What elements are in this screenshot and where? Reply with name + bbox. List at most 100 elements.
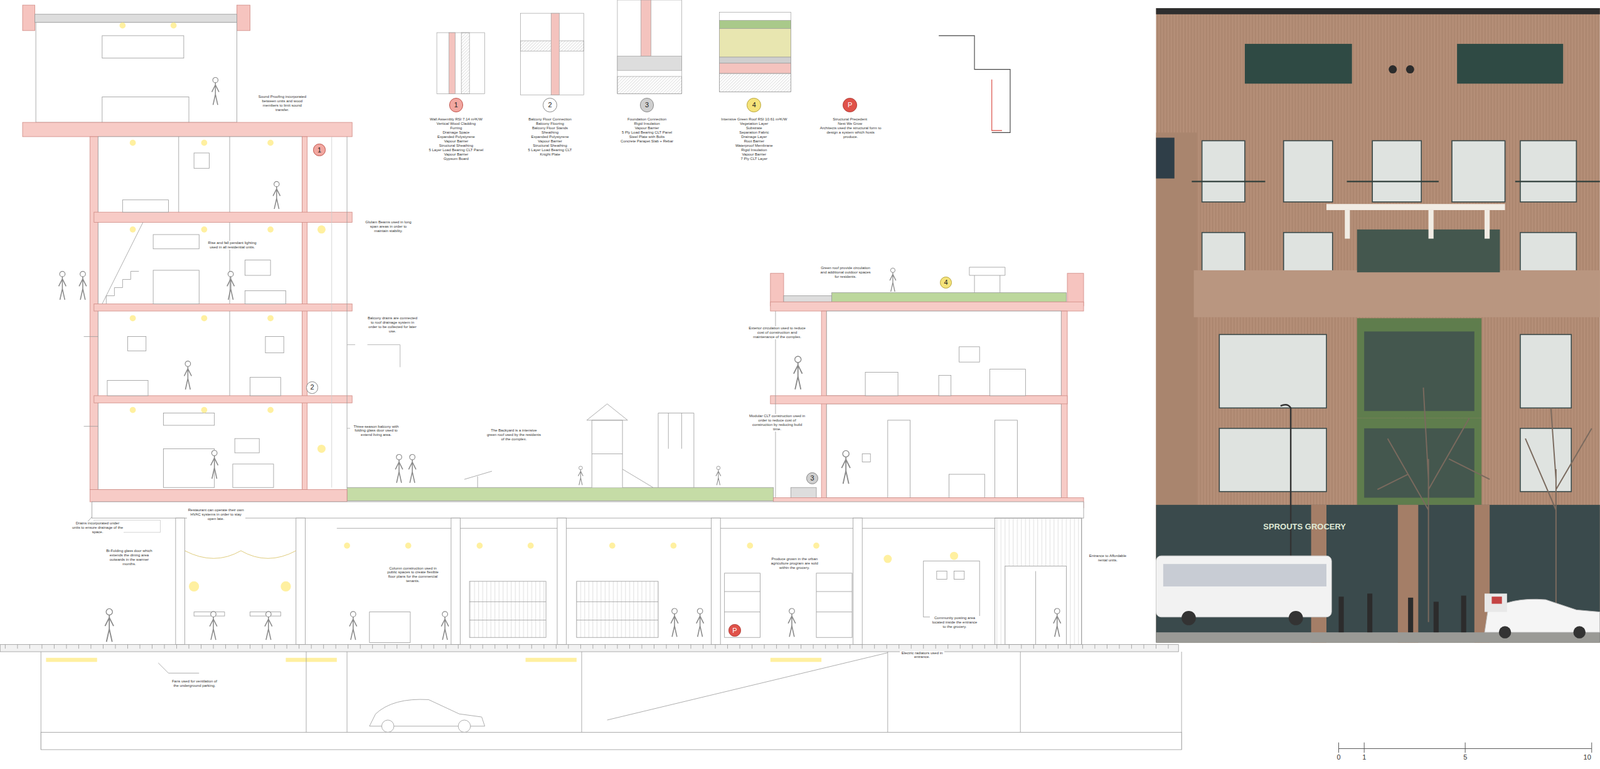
street-rendering-part — [1397, 505, 1419, 644]
left-building-part — [89, 136, 98, 491]
detail-thumbnails-part — [436, 32, 485, 95]
callout-text: 1 — [454, 101, 459, 109]
scale-bar-part — [1465, 742, 1466, 753]
callout-number: 3 — [806, 472, 819, 486]
ground-and-parking-part — [306, 651, 307, 733]
left-building-part — [163, 413, 214, 427]
spec-line: Structural Sheathing — [505, 143, 595, 149]
street-rendering-part — [1155, 8, 1600, 15]
street-rendering-part-part — [1520, 334, 1572, 408]
lights-part — [609, 542, 616, 550]
podium-part — [451, 518, 461, 646]
ground-and-parking-part — [40, 732, 1182, 750]
spec-line: Intensive Green Roof RSI 10.61 m²K/W — [709, 117, 799, 122]
podium-part — [724, 611, 761, 613]
callout-number: 2 — [542, 97, 558, 113]
right-building-part — [826, 404, 1062, 499]
people-part — [227, 271, 235, 300]
ground-ticks-part — [225, 645, 226, 650]
lights-part — [949, 552, 959, 561]
ground-ticks-part — [715, 645, 716, 650]
ground-ticks-part — [641, 645, 642, 650]
spec-line: 7 Ply CLT Layer — [709, 156, 799, 162]
ground-and-parking-part — [0, 645, 1179, 652]
street-rendering-part — [1498, 626, 1512, 639]
street-rendering-part — [1155, 138, 1174, 179]
annotation-note: Exterior circulation used to reduce cost… — [747, 326, 807, 340]
lights-part — [527, 542, 534, 550]
lights-part — [280, 581, 291, 592]
lights-part — [813, 542, 820, 550]
street-rendering-part-part — [1191, 180, 1265, 182]
spec-line: Furring — [410, 126, 501, 131]
callout-text: P — [732, 627, 737, 635]
callout-text: 3 — [810, 474, 814, 482]
ground-ticks-part — [409, 645, 410, 650]
people-part — [788, 608, 796, 637]
street-rendering-part-part — [1520, 428, 1572, 492]
ground-ticks-part — [653, 645, 655, 650]
left-building-part — [97, 136, 302, 491]
lights-part — [129, 314, 137, 322]
detail-thumbnails-part — [719, 28, 792, 58]
spec-line: 5 Layer Load Bearing CLT Panel — [410, 148, 501, 153]
detail-thumbnails-part — [719, 20, 792, 29]
callout-number: 2 — [306, 381, 319, 395]
street-rendering-part-part — [1428, 210, 1434, 240]
right-building-part — [770, 395, 1068, 405]
ground-ticks-part — [971, 645, 973, 650]
people-part — [1053, 608, 1062, 637]
podium-part — [369, 612, 411, 644]
people-part — [212, 77, 219, 105]
right-building-part — [865, 372, 898, 396]
spec-line: Vapour Barrier — [709, 152, 799, 157]
right-building-part — [989, 369, 1026, 396]
lights-part — [201, 139, 208, 147]
podium-part — [816, 611, 853, 613]
ground-ticks-part — [78, 645, 80, 650]
ground-ticks-part — [482, 645, 484, 650]
podium-part — [557, 518, 567, 646]
spec-line: Balcony Floor Stands — [505, 126, 595, 131]
street-rendering-part-part — [1338, 596, 1344, 633]
people-part — [889, 267, 896, 292]
ground-ticks-part — [898, 645, 900, 650]
street-rendering-part — [1288, 611, 1304, 626]
ground-ticks-part — [65, 645, 67, 650]
lights-part — [770, 658, 822, 663]
key-plan — [938, 35, 1011, 133]
lights-part — [129, 407, 137, 414]
podium-part — [816, 573, 853, 638]
left-building-part — [232, 464, 274, 488]
ground-ticks-part — [41, 645, 43, 650]
podium-part — [576, 581, 659, 638]
callout-text: 3 — [645, 101, 649, 109]
spec-line: Architects used the structural form to d… — [818, 126, 883, 140]
ground-ticks-part — [567, 645, 569, 650]
detail-thumbnails-part — [719, 73, 792, 92]
spec-line: Nest We Grow — [805, 121, 895, 127]
annotation-note: Produce grown in the urban agriculture p… — [768, 557, 821, 571]
spec-line: Vapour Barrier — [410, 152, 501, 157]
ground-ticks-part — [702, 645, 704, 650]
callout-text: 2 — [310, 384, 315, 391]
lights-part — [343, 542, 351, 550]
annotation-note: Fans used for ventilation of the undergr… — [169, 679, 220, 689]
street-rendering-part-part — [1451, 140, 1506, 203]
spec-line: Vegetation Layer — [709, 121, 799, 127]
people-part — [210, 450, 219, 479]
left-building-part — [22, 5, 36, 31]
store-sign: SPROUTS GROCERY — [1263, 522, 1355, 531]
people-part — [408, 454, 416, 483]
street-rendering-part — [1491, 596, 1502, 604]
ground-ticks-part — [580, 645, 582, 650]
street-rendering-part-part — [1219, 428, 1327, 492]
ground-ticks-part — [1094, 645, 1095, 650]
right-building-part — [770, 273, 784, 307]
people-part — [79, 271, 87, 300]
lights-part — [476, 542, 484, 550]
lights-part — [525, 658, 577, 663]
podium-part — [175, 518, 186, 646]
ground-ticks-part — [102, 645, 104, 650]
